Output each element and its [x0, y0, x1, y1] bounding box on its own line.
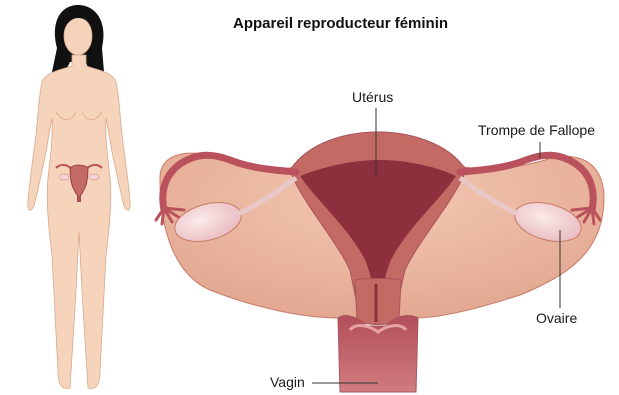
female-body-figure — [28, 5, 130, 388]
fallopian-tube-label: Trompe de Fallope — [478, 122, 595, 138]
ovary-label: Ovaire — [536, 310, 577, 326]
uterus-label: Utérus — [352, 89, 393, 105]
vagina-label: Vagin — [270, 374, 305, 390]
diagram-title: Appareil reproducteur féminin — [233, 15, 448, 32]
body — [28, 55, 130, 388]
reproductive-system-diagram — [156, 132, 604, 392]
cervix — [355, 279, 401, 325]
vagina-shape — [338, 316, 418, 392]
